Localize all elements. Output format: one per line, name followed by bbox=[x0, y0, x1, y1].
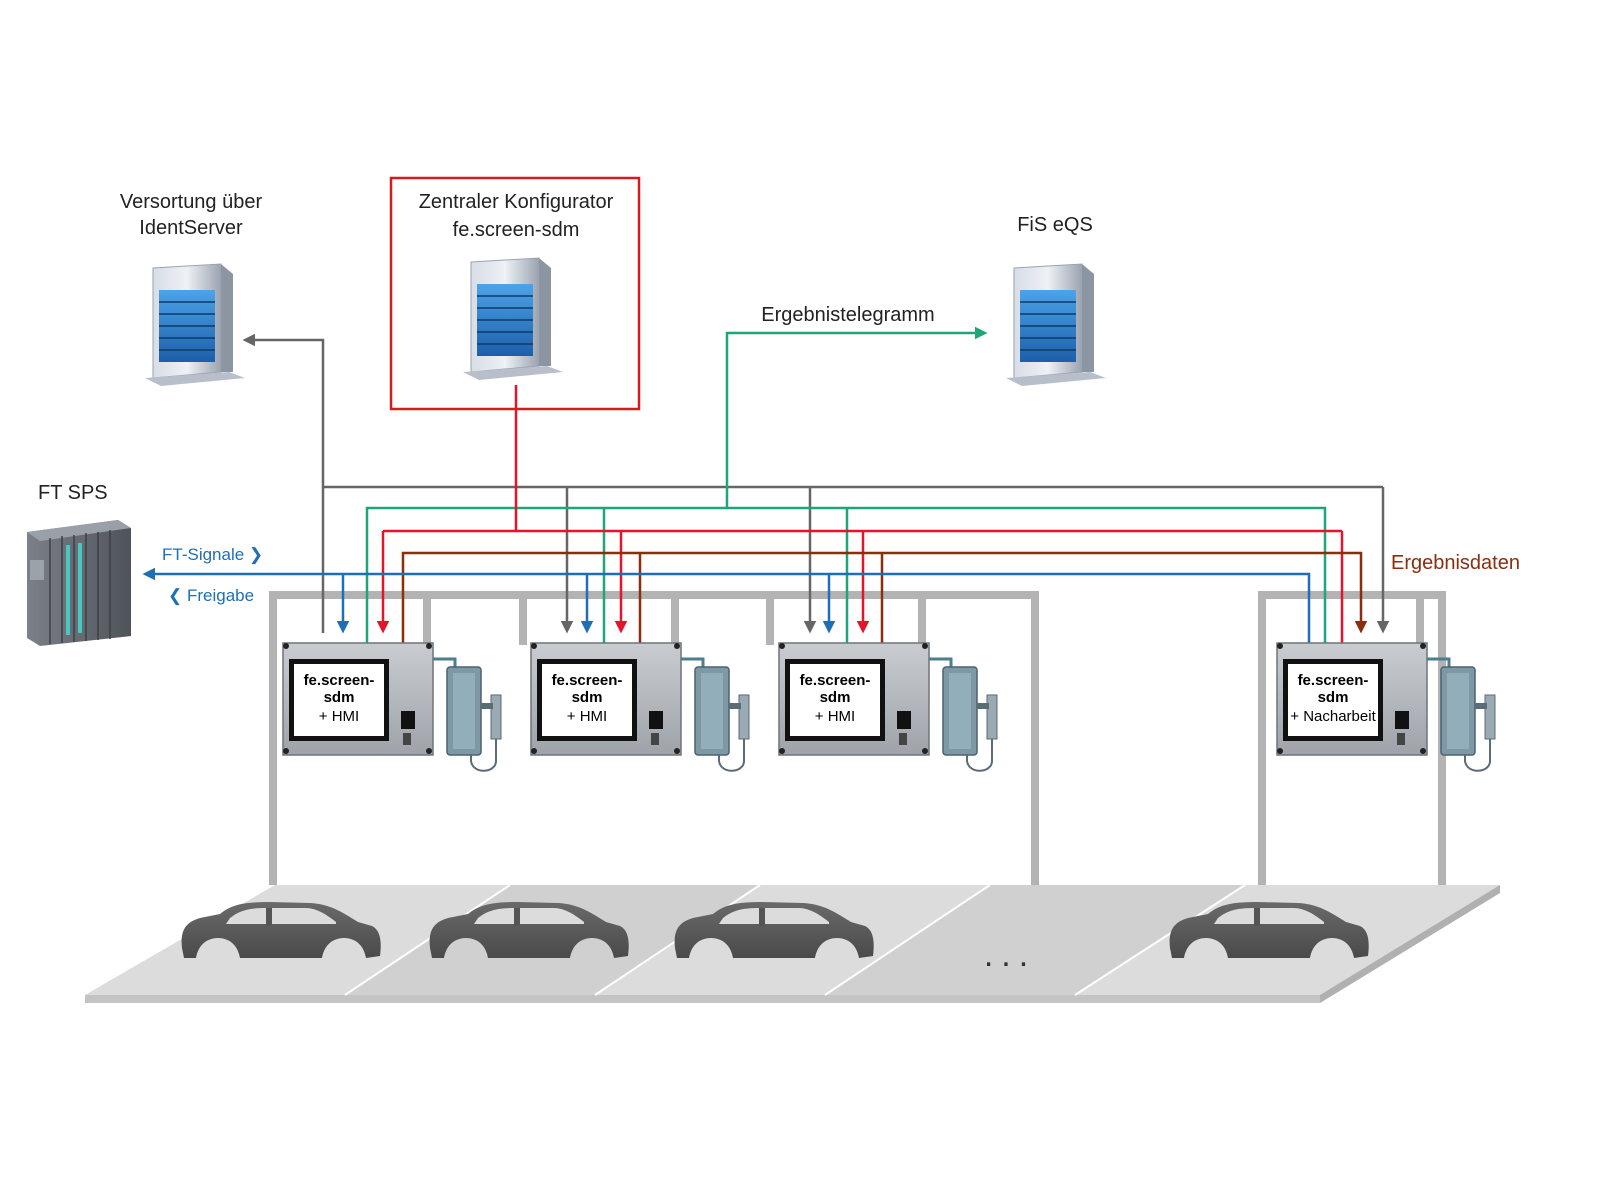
configurator-label-line2: fe.screen-sdm bbox=[453, 219, 580, 241]
ident-bus-gray bbox=[242, 333, 1390, 634]
station-screen-line3: + HMI bbox=[567, 708, 607, 725]
station-card-slot bbox=[897, 711, 911, 729]
ft-plc-device bbox=[27, 520, 131, 646]
station-3: fe.screen-sdm + HMI bbox=[778, 642, 998, 772]
handheld-scanner-holder bbox=[446, 666, 502, 772]
car-bodies bbox=[181, 902, 1369, 958]
release-label: ❮ Freigabe bbox=[168, 586, 254, 606]
ft-plc-label: FT SPS bbox=[38, 482, 108, 504]
station-card-slot bbox=[401, 711, 415, 729]
line-continuation-ellipsis: ... bbox=[984, 936, 1036, 974]
configurator-highlight-box bbox=[389, 176, 641, 411]
station-screen-line3: + HMI bbox=[319, 708, 359, 725]
car-body bbox=[429, 902, 629, 958]
handheld-scanner-holder bbox=[942, 666, 998, 772]
plc-signal-bus-blue bbox=[142, 567, 1311, 643]
station-screen-line3: + Nacharbeit bbox=[1290, 708, 1376, 725]
result-data-label: Ergebnisdaten bbox=[1391, 552, 1520, 574]
car-body bbox=[674, 902, 874, 958]
eqs-server-label: FiS eQS bbox=[1017, 214, 1093, 236]
station-screen-line1: fe.screen- bbox=[1298, 672, 1369, 689]
station-card-slot bbox=[649, 711, 663, 729]
station-screen-line2: sdm bbox=[324, 689, 355, 706]
gantry-frame-left bbox=[269, 591, 1039, 885]
ft-signals-label: FT-Signale ❯ bbox=[162, 545, 263, 565]
station-2: fe.screen-sdm + HMI bbox=[530, 642, 750, 772]
car-body bbox=[181, 902, 381, 958]
ident-server bbox=[145, 263, 245, 386]
station-screen-line2: sdm bbox=[572, 689, 603, 706]
handheld-scanner-holder bbox=[1440, 666, 1496, 772]
station-card-slot bbox=[1395, 711, 1409, 729]
ident-server-label-line1: Versortung über bbox=[120, 191, 263, 213]
station-screen-line3: + HMI bbox=[815, 708, 855, 725]
station-screen-line1: fe.screen- bbox=[304, 672, 375, 689]
configurator-server bbox=[463, 257, 563, 380]
ident-server-label-line2: IdentServer bbox=[139, 217, 243, 239]
result-data-bus-brown bbox=[401, 551, 1368, 643]
station-screen-line1: fe.screen- bbox=[552, 672, 623, 689]
eqs-server bbox=[1006, 263, 1106, 386]
station-screen-line1: fe.screen- bbox=[800, 672, 871, 689]
station-1: fe.screen-sdm + HMI bbox=[282, 642, 502, 772]
handheld-scanner-holder bbox=[694, 666, 750, 772]
car-body bbox=[1169, 902, 1369, 958]
result-telegram-label: Ergebnistelegramm bbox=[761, 304, 934, 326]
station-4: fe.screen-sdm + Nacharbeit bbox=[1276, 642, 1496, 772]
station-screen-line2: sdm bbox=[1318, 689, 1349, 706]
station-screen-line2: sdm bbox=[820, 689, 851, 706]
configurator-label-line1: Zentraler Konfigurator bbox=[419, 191, 614, 213]
